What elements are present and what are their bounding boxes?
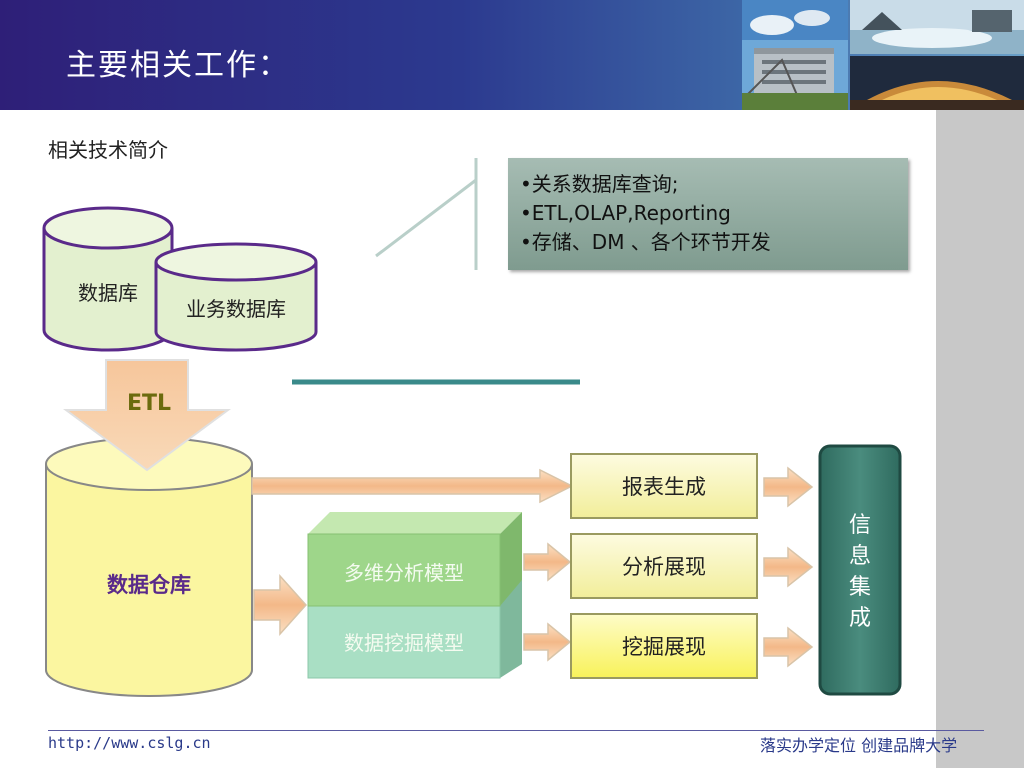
etl-arrow: ETL [62, 359, 232, 472]
mining-box: 挖掘展现 [570, 613, 758, 679]
bullet-item: •ETL,OLAP,Reporting [520, 201, 731, 225]
business-database-cylinder: 业务数据库 [154, 242, 318, 352]
database-cylinder: 数据库 [42, 206, 174, 352]
report-label: 报表生成 [622, 475, 706, 499]
cube-bottom-label: 数据挖掘模型 [344, 631, 464, 655]
campus-photo-top-right [850, 0, 1024, 54]
arrow-to-mining [523, 622, 572, 662]
arrow-analysis-to-info [763, 546, 814, 588]
mining-label: 挖掘展现 [622, 635, 706, 659]
campus-photo-left [742, 0, 848, 110]
bullet-item: •关系数据库查询; [520, 172, 679, 196]
analysis-box: 分析展现 [570, 533, 758, 599]
campus-photos [742, 0, 1024, 110]
right-side-bar [936, 110, 1024, 768]
info-char-4: 成 [849, 606, 871, 631]
model-cubes: 多维分析模型 数据挖掘模型 [307, 512, 522, 679]
tech-summary-box: •关系数据库查询; •ETL,OLAP,Reporting •存储、DM 、各个… [508, 158, 908, 270]
footer-motto: 落实办学定位 创建品牌大学 [760, 736, 958, 755]
info-char-3: 集 [849, 575, 871, 600]
info-integration-box: 信 息 集 成 [818, 444, 902, 696]
arrow-report-to-info [763, 466, 814, 508]
info-char-2: 息 [849, 544, 871, 569]
data-warehouse-diagram: 数据库 业务数据库 数据仓库 ETL 多维分析模型 数据挖掘模型 [42, 158, 902, 697]
section-subtitle: 相关技术简介 [48, 138, 168, 162]
info-char-1: 信 [849, 513, 871, 538]
footer-divider [48, 730, 984, 731]
arrow-mining-to-info [763, 626, 814, 668]
divider-diagonal [375, 178, 477, 258]
database-label: 数据库 [78, 281, 138, 305]
footer-url[interactable]: http://www.cslg.cn [48, 734, 211, 752]
report-box: 报表生成 [570, 453, 758, 519]
business-database-label: 业务数据库 [186, 297, 286, 321]
etl-label: ETL [127, 391, 171, 416]
analysis-label: 分析展现 [622, 555, 706, 579]
campus-photo-bottom-right [850, 56, 1024, 110]
cube-top-label: 多维分析模型 [344, 561, 464, 585]
arrow-warehouse-to-models [253, 574, 308, 636]
arrow-to-analysis [523, 542, 572, 582]
data-warehouse-label: 数据仓库 [107, 573, 191, 597]
data-warehouse-cylinder: 数据仓库 [45, 437, 253, 697]
bullet-item: •存储、DM 、各个环节开发 [520, 230, 771, 254]
slide-title: 主要相关工作： [66, 48, 290, 83]
arrow-warehouse-to-report [251, 468, 574, 504]
